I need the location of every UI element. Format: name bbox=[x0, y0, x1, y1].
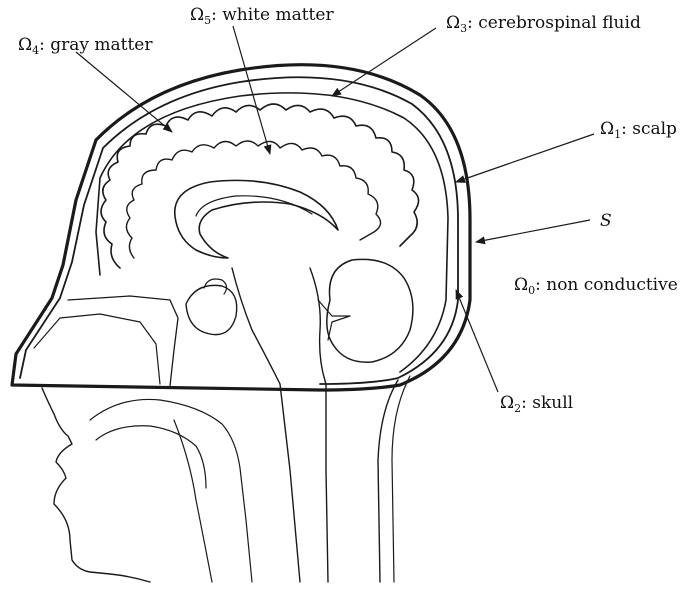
label-scalp: Ω1: scalp bbox=[600, 119, 677, 141]
label-non-conductive: Ω0: non conductive bbox=[514, 275, 678, 297]
skull-outline bbox=[20, 77, 458, 384]
arrow-gray-matter bbox=[76, 52, 172, 132]
cut-line bbox=[12, 385, 320, 390]
nasal-cavity bbox=[34, 314, 160, 384]
arrow-white-matter bbox=[233, 26, 270, 154]
cerebellum bbox=[327, 259, 413, 362]
face-profile bbox=[42, 388, 150, 582]
arrow-csf bbox=[332, 28, 436, 96]
lower-jaw bbox=[96, 426, 206, 488]
arrow-skull bbox=[456, 290, 498, 392]
brainstem-back bbox=[310, 268, 328, 582]
csf-boundary bbox=[96, 93, 448, 372]
label-gray-matter: Ω4: gray matter bbox=[18, 35, 153, 57]
label-skull: Ω2: skull bbox=[500, 393, 573, 415]
orbit-line bbox=[68, 296, 178, 386]
corpus-callosum bbox=[175, 180, 338, 258]
brainstem-front bbox=[232, 268, 300, 582]
neck-back-outer bbox=[378, 380, 398, 582]
gray-matter-outline bbox=[101, 104, 419, 268]
fourth-ventricle bbox=[318, 300, 350, 340]
throat bbox=[174, 420, 212, 582]
gray-white-interface bbox=[126, 141, 380, 258]
label-csf: Ω3: cerebrospinal fluid bbox=[446, 13, 641, 35]
label-surface: S bbox=[600, 211, 612, 231]
sphenoid-sinus bbox=[186, 285, 237, 334]
arrow-scalp bbox=[456, 134, 594, 182]
arrow-surface bbox=[476, 220, 590, 242]
label-white-matter: Ω5: white matter bbox=[190, 5, 334, 27]
scalp-outline bbox=[12, 65, 470, 390]
tongue-palate bbox=[90, 399, 252, 582]
neck-back-inner bbox=[392, 376, 410, 582]
